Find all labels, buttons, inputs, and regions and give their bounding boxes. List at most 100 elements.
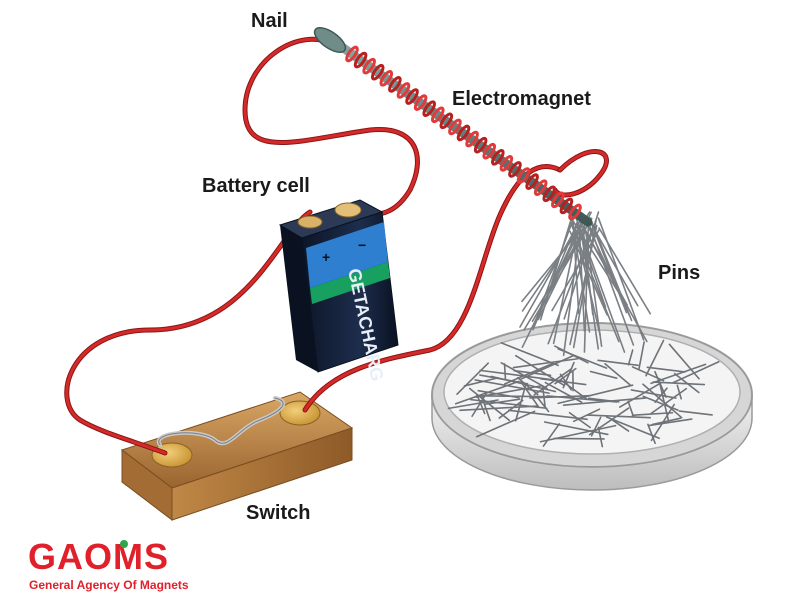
pin <box>463 377 499 387</box>
switch-block <box>120 391 354 522</box>
pin <box>588 407 630 436</box>
coil-turn <box>533 179 548 196</box>
logo-tagline: General Agency Of Magnets <box>29 578 189 592</box>
coil-turn <box>370 63 385 81</box>
battery-terminal-minus <box>334 202 362 218</box>
pin <box>484 398 521 405</box>
battery-plus-sign: + <box>322 249 330 265</box>
pin <box>542 423 561 447</box>
pin <box>475 395 549 398</box>
coil-turn <box>516 167 531 184</box>
attracted-pins <box>519 211 652 357</box>
coil-turn <box>491 149 505 166</box>
pin-dish <box>431 322 753 491</box>
pin <box>589 217 633 322</box>
pin <box>678 410 713 416</box>
coil-turn <box>473 136 488 154</box>
label-electromagnet: Electromagnet <box>452 88 591 110</box>
pin <box>651 417 682 426</box>
coil-turn <box>456 124 471 142</box>
pin <box>594 230 628 314</box>
pin <box>631 366 665 382</box>
logo-wordmark: GAOMS <box>28 536 170 577</box>
pin <box>532 220 579 331</box>
pin <box>646 366 686 373</box>
pin <box>650 363 707 385</box>
pin <box>630 389 677 399</box>
pin <box>447 399 499 410</box>
coil-turn <box>388 76 402 93</box>
pin <box>474 379 550 394</box>
pin <box>569 230 608 316</box>
pin <box>586 414 652 419</box>
pin <box>459 405 539 412</box>
coil-turn <box>345 45 359 63</box>
coil-turn <box>448 118 462 136</box>
label-switch: Switch <box>246 502 311 524</box>
pin <box>650 387 688 415</box>
label-battery-cell: Battery cell <box>202 175 310 197</box>
coil-turn <box>439 112 454 130</box>
coil-turn <box>353 51 368 69</box>
pin <box>533 217 575 326</box>
pin <box>650 403 675 442</box>
pin <box>604 362 631 386</box>
pin <box>645 339 665 377</box>
pin <box>475 410 536 438</box>
label-nail: Nail <box>251 10 288 32</box>
pin <box>516 376 539 396</box>
pin <box>557 348 608 369</box>
switch-contact-right <box>279 400 321 426</box>
coil-turn <box>422 100 436 117</box>
battery-cell: + − GETACHARG <box>278 199 399 383</box>
pin <box>520 355 574 380</box>
coil-turn <box>559 197 574 215</box>
pin <box>477 397 486 415</box>
pin <box>514 384 527 422</box>
pin <box>597 426 604 448</box>
loose-pins <box>447 339 720 448</box>
pin <box>610 418 630 432</box>
pin <box>676 384 683 400</box>
pin <box>536 397 550 413</box>
coil-turn <box>551 191 565 209</box>
pin <box>590 416 602 437</box>
coil-turn <box>413 94 428 111</box>
pin <box>627 400 635 418</box>
battery-terminal-plus <box>297 215 323 229</box>
pin <box>513 369 552 377</box>
pin <box>551 229 600 312</box>
pin <box>668 343 700 380</box>
coil-turn <box>568 203 582 221</box>
pin <box>586 217 635 346</box>
pin <box>557 384 634 405</box>
pin <box>642 383 683 419</box>
pin <box>456 362 489 395</box>
battery-minus-sign: − <box>358 237 366 253</box>
switch-contact-left <box>151 442 193 468</box>
pin <box>512 357 579 369</box>
pin <box>468 387 511 422</box>
coil-turn <box>482 142 497 160</box>
pin <box>539 424 617 443</box>
pin <box>543 421 609 436</box>
coil-turn <box>396 82 411 99</box>
pin <box>627 349 634 366</box>
pin <box>520 381 540 408</box>
pin <box>619 381 663 408</box>
coil-turn <box>499 155 514 172</box>
pin <box>597 217 645 341</box>
coil-turn <box>525 173 539 190</box>
logo-dot-icon <box>120 540 128 548</box>
pin <box>597 359 639 367</box>
pin <box>673 372 700 394</box>
pin <box>579 225 600 350</box>
pin <box>652 381 706 386</box>
coil-turn <box>542 185 557 203</box>
pin <box>631 411 674 417</box>
coil-turn <box>430 106 445 124</box>
pin <box>503 363 507 381</box>
pin <box>589 370 618 379</box>
coil-turn <box>362 57 376 75</box>
